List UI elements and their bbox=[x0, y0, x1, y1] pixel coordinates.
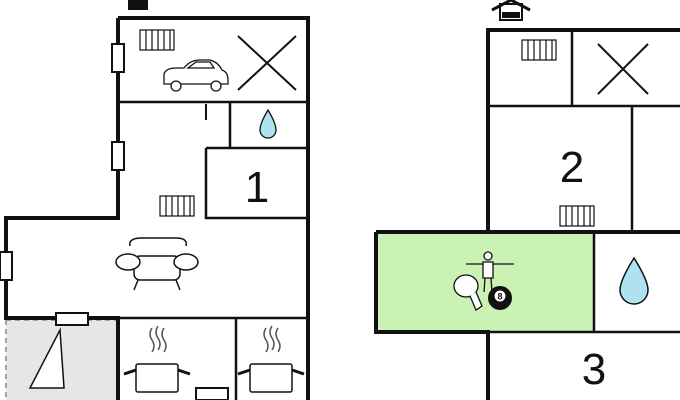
upper-floor-outer-wall bbox=[374, 28, 680, 400]
water-drop-icon bbox=[619, 256, 649, 305]
window-icon bbox=[55, 312, 89, 326]
room-number-1: 1 bbox=[245, 163, 269, 212]
billiard-ball-icon: 8 bbox=[488, 286, 512, 310]
chimney-icon bbox=[128, 0, 148, 10]
upper-floor-plan: 8 2 3 bbox=[374, 0, 680, 400]
radiator-icon bbox=[139, 29, 175, 51]
cooking-pot-icon bbox=[237, 325, 305, 393]
window-icon bbox=[195, 387, 229, 400]
ground-floor-inner-walls bbox=[118, 100, 308, 400]
water-drop-icon bbox=[259, 108, 277, 139]
room-number-3: 3 bbox=[582, 345, 606, 394]
chimney-icon bbox=[491, 0, 531, 21]
radiator-icon bbox=[159, 195, 195, 217]
window-icon bbox=[111, 141, 125, 171]
ping-pong-paddle-icon bbox=[453, 274, 483, 311]
radiator-icon bbox=[521, 39, 557, 61]
void-cross-icon bbox=[237, 35, 297, 91]
window-icon bbox=[111, 43, 125, 73]
room-number-2: 2 bbox=[560, 143, 584, 192]
table-football-icon bbox=[466, 251, 514, 293]
north-arrow-icon bbox=[28, 327, 65, 389]
car-icon bbox=[163, 59, 229, 92]
window-icon bbox=[0, 251, 13, 281]
upper-floor-inner-walls bbox=[488, 30, 680, 334]
sofa-icon bbox=[115, 237, 199, 291]
void-cross-icon bbox=[597, 43, 649, 95]
cooking-pot-icon bbox=[123, 325, 191, 393]
radiator-icon bbox=[559, 205, 595, 227]
ground-floor-plan: 1 bbox=[0, 0, 310, 400]
billiard-ball-number: 8 bbox=[497, 292, 502, 302]
